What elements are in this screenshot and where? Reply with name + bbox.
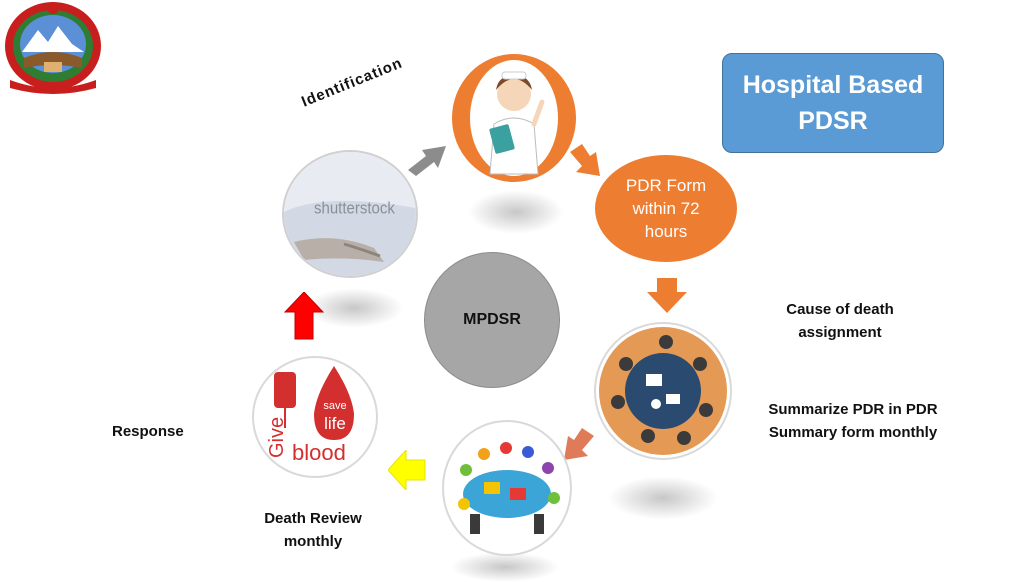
life-text: life — [324, 414, 346, 433]
pdr-form-circle: PDR Form within 72 hours — [595, 155, 737, 262]
pdr-form-line-3: hours — [644, 222, 688, 241]
arrow-to-response — [388, 450, 426, 490]
body-shadow — [304, 288, 404, 328]
title-line-2: PDSR — [798, 107, 868, 135]
pdr-form-line-1: PDR Form — [625, 176, 707, 195]
meeting-table-image — [594, 322, 732, 460]
arrow-to-cause-of-death — [647, 278, 687, 313]
blood-text: blood — [292, 440, 346, 465]
pdr-form-line-2: within 72 — [632, 199, 700, 218]
save-text: save — [323, 400, 347, 412]
give-text: Give — [266, 416, 288, 458]
deceased-body-image: shutterstock — [282, 150, 418, 278]
nurse-identification-image — [452, 54, 576, 182]
summarize-label: Summarize PDR in PDR Summary form monthl… — [746, 398, 960, 444]
identification-label: Identification — [299, 54, 406, 111]
watermark-text: shutterstock — [314, 199, 395, 218]
death-review-line-2: monthly — [283, 533, 343, 550]
mpdsr-center-circle: MPDSR — [424, 252, 560, 388]
puzzle-shadow — [450, 552, 560, 582]
nepal-emblem-logo — [5, 2, 101, 94]
arrow-to-death-review — [564, 428, 594, 460]
arrow-to-pdr-form — [570, 144, 600, 176]
mpdsr-label: MPDSR — [463, 311, 521, 328]
summarize-line-2: Summary form monthly — [768, 424, 938, 441]
summarize-line-1: Summarize PDR in PDR — [768, 401, 938, 418]
title-line-1: Hospital Based — [742, 71, 924, 99]
puzzle-team-image — [442, 420, 572, 556]
cause-line-1: Cause of death — [786, 301, 894, 318]
response-label: Response — [112, 423, 184, 440]
death-review-label: Death Review monthly — [240, 507, 386, 553]
death-review-line-1: Death Review — [264, 510, 362, 527]
arrow-to-identification-loop — [284, 292, 324, 340]
cause-line-2: assignment — [798, 324, 882, 341]
give-blood-image: save life Give blood — [252, 356, 378, 478]
nurse-shadow — [468, 190, 564, 234]
title-box: Hospital Based PDSR — [722, 53, 944, 153]
meeting-shadow — [608, 476, 718, 520]
cause-of-death-label: Cause of death assignment — [760, 298, 920, 344]
arrow-to-identification — [408, 146, 446, 176]
